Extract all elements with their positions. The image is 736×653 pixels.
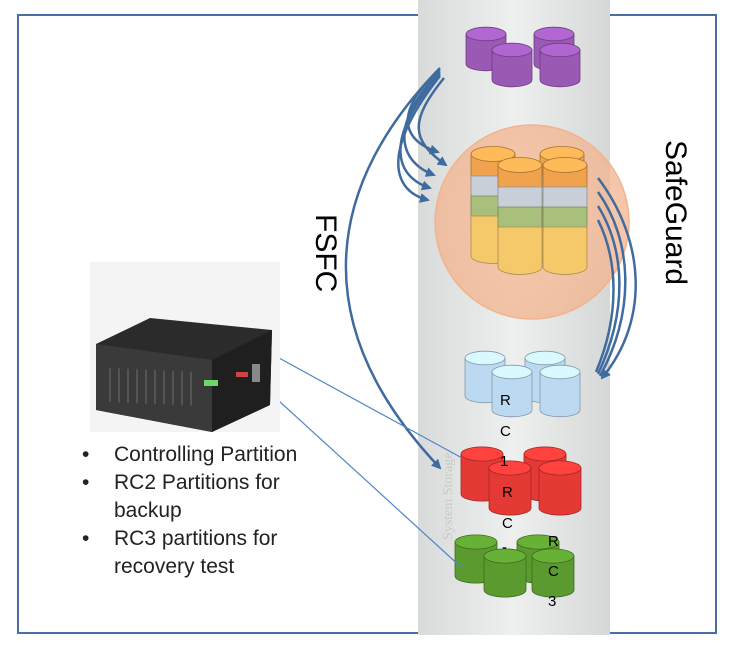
safeguard-arrows [594, 177, 637, 380]
bullet-item: Controlling Partition [80, 441, 400, 469]
purple-cylinders [465, 26, 581, 88]
svg-text:1: 1 [500, 453, 508, 470]
svg-text:R: R [548, 533, 559, 550]
rc1-label: R C 1 [500, 392, 511, 470]
rc3-label: R C 3 [548, 533, 559, 610]
rc2-cylinders [460, 446, 582, 516]
svg-text:R: R [502, 484, 513, 501]
svg-text:R: R [500, 392, 511, 409]
server-image [90, 262, 280, 432]
fsfc-label: FSFC [309, 214, 342, 292]
rc1-cylinders [464, 350, 581, 418]
safeguard-label: SafeGuard [659, 140, 692, 285]
svg-text:-: - [502, 539, 507, 556]
rc3-cylinders [454, 534, 575, 598]
partition-bullet-list: Controlling Partition RC2 Partitions for… [80, 441, 400, 581]
rc2-label: R C - [502, 484, 513, 556]
svg-text:C: C [502, 515, 513, 532]
svg-text:C: C [500, 423, 511, 440]
svg-text:3: 3 [548, 593, 556, 610]
fsfc-arrows [344, 67, 448, 470]
svg-text:C: C [548, 563, 559, 580]
safeguard-cylinders [470, 146, 588, 275]
svg-text:System Storage: System Storage [441, 453, 456, 541]
